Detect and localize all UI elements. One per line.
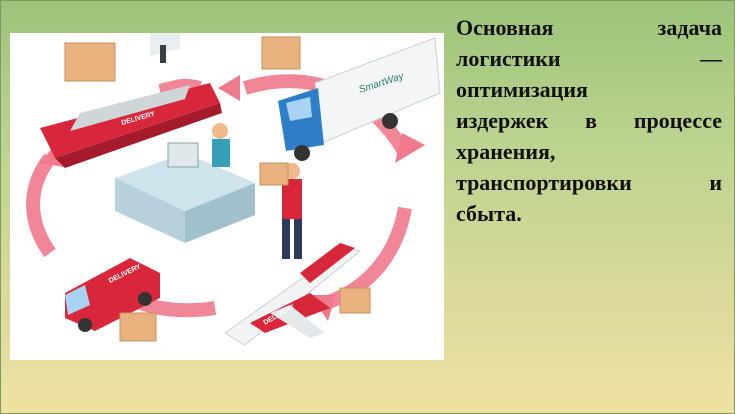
delivery-van: DELIVERY bbox=[65, 258, 160, 332]
statement-line: оптимизация bbox=[456, 74, 722, 105]
logistics-illustration: DELIVERY SmartWay bbox=[10, 33, 444, 360]
statement-word: и bbox=[709, 170, 722, 195]
statement-line: транспортировки и bbox=[456, 167, 722, 198]
statement-word: Основная bbox=[456, 15, 554, 40]
cargo-ship: DELIVERY bbox=[40, 33, 222, 168]
office-desk bbox=[115, 123, 255, 243]
statement-word: издержек bbox=[456, 108, 549, 133]
statement-word: процессе bbox=[633, 108, 722, 133]
box-top-left bbox=[64, 42, 116, 82]
statement-line: логистики — bbox=[456, 43, 722, 74]
box-top-center bbox=[261, 36, 301, 70]
arrow-left bbox=[26, 153, 56, 258]
arrowhead-5 bbox=[218, 75, 240, 101]
arrowhead-1 bbox=[395, 133, 425, 163]
statement-line: хранения, bbox=[456, 136, 722, 167]
cardboard-boxes bbox=[64, 36, 371, 342]
statement-line: сбыта. bbox=[456, 198, 722, 229]
statement-word: — bbox=[700, 46, 722, 71]
box-bottom-right bbox=[339, 287, 371, 314]
statement-word: задача bbox=[657, 15, 723, 40]
delivery-truck: SmartWay bbox=[278, 37, 441, 161]
logistics-cycle-graphic: DELIVERY SmartWay bbox=[26, 33, 441, 346]
statement-word: оптимизация bbox=[456, 77, 588, 102]
statement-word: хранения, bbox=[456, 139, 556, 164]
statement-word: в bbox=[585, 108, 598, 133]
airplane: DELIVERY bbox=[224, 243, 362, 346]
statement-word: транспортировки bbox=[456, 170, 632, 195]
statement-line: Основная задача bbox=[456, 12, 722, 43]
warehouse-worker bbox=[259, 162, 302, 259]
statement-word: сбыта. bbox=[456, 201, 522, 226]
statement-word: логистики bbox=[456, 46, 561, 71]
statement-line: издержек в процессе bbox=[456, 105, 722, 136]
box-bottom-left bbox=[119, 312, 157, 342]
main-statement: Основная задача логистики — оптимизация издер… bbox=[456, 12, 722, 229]
